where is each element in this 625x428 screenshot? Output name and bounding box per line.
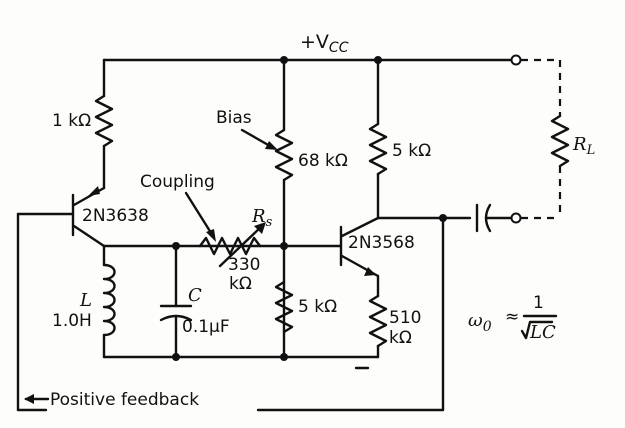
- q1-collector: [72, 224, 106, 248]
- q1-emitter: [72, 186, 106, 207]
- feedback-label: Positive feedback: [50, 390, 199, 410]
- resistor-load: [550, 114, 570, 168]
- coupling-arrow-icon: [206, 229, 216, 242]
- resistor-510k-value: 510: [389, 308, 421, 328]
- vcc-label: +VCC: [300, 31, 349, 56]
- output-terminal-bottom: [510, 212, 522, 224]
- rs-arrow-icon: [254, 222, 266, 234]
- resistor-510k: [368, 294, 388, 348]
- inductor: [102, 263, 116, 337]
- resistor-5k-base-label: 5 kΩ: [298, 297, 337, 317]
- capacitor-value: 0.1μF: [182, 317, 230, 337]
- resistor-330k-value: 330: [228, 255, 260, 275]
- bias-label: Bias: [216, 108, 252, 128]
- resistor-68k: [274, 128, 294, 182]
- resistor-5k-collector-label: 5 kΩ: [392, 141, 431, 161]
- resistor-330k-unit: kΩ: [229, 274, 252, 294]
- bias-pointer: [240, 128, 272, 148]
- resistor-68k-label: 68 kΩ: [298, 151, 348, 171]
- q2-collector: [340, 216, 380, 238]
- formula-lhs: ω0: [468, 310, 492, 335]
- rs-variable-arrow: [218, 224, 264, 268]
- junction-dot: [172, 353, 180, 361]
- bias-arrow-icon: [265, 141, 278, 150]
- q1-arrow-icon: [88, 186, 100, 196]
- inductor-label: L: [79, 290, 92, 311]
- resistor-330k: [198, 236, 262, 256]
- formula-approx: ≈: [505, 307, 519, 327]
- resistor-5k-collector: [368, 122, 388, 176]
- formula-numerator: 1: [533, 293, 544, 313]
- capacitor-label: C: [188, 285, 202, 306]
- rs-label: Rs: [251, 206, 273, 230]
- resistor-1k-label: 1 kΩ: [52, 111, 91, 131]
- output-terminal-top: [510, 54, 522, 66]
- feedback-arrow-icon: [24, 394, 34, 404]
- rl-label: RL: [572, 134, 595, 158]
- resistor-1k: [94, 94, 114, 148]
- q1-label: 2N3638: [82, 206, 149, 226]
- coupling-pointer: [184, 191, 215, 238]
- coupling-label: Coupling: [140, 172, 215, 192]
- inductor-value: 1.0H: [52, 311, 92, 331]
- resistor-510k-unit: kΩ: [389, 328, 412, 348]
- formula-denominator: LC: [529, 322, 556, 343]
- formula-sqrt-icon: [520, 320, 554, 340]
- q2-label: 2N3568: [348, 233, 415, 253]
- resistor-5k-base: [274, 280, 294, 334]
- q2-arrow-icon: [364, 267, 376, 276]
